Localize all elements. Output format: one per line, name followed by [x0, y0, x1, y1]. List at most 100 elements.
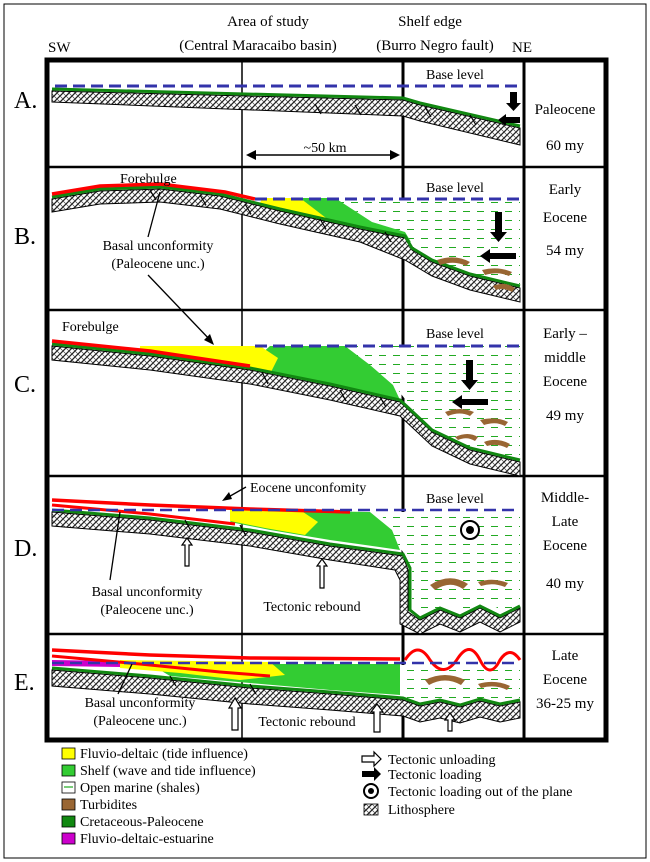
header-shelf-subtitle: (Burro Negro fault): [376, 38, 493, 54]
turbidite: [480, 418, 508, 426]
solid-arrow-icon: [462, 399, 488, 405]
era-label: Eocene: [543, 210, 587, 226]
header-area-subtitle: (Central Maracaibo basin): [179, 38, 336, 54]
row-c: C. Base level Forebulge Early – middle E…: [14, 274, 587, 477]
fluvio-deltaic-wedge: [230, 508, 318, 535]
header-sw: SW: [48, 40, 71, 56]
base-level-label: Base level: [426, 68, 484, 83]
target-circle-icon: [368, 788, 374, 794]
cretaceous-paleocene-layer: [51, 666, 521, 707]
faults: [169, 675, 257, 695]
turbidite: [493, 283, 515, 292]
legend-label: Shelf (wave and tide influence): [80, 764, 256, 779]
basal-unconformity-label: Basal unconformity: [85, 696, 196, 711]
era-label: Late: [552, 514, 579, 530]
base-level-label: Base level: [426, 327, 484, 342]
base-level-label: Base level: [426, 492, 484, 507]
scale-arrow-right: [390, 150, 400, 160]
legend-item-turbidites: Turbidites: [61, 798, 137, 813]
basal-unconformity-label: Basal unconformity: [92, 585, 203, 600]
turbidite: [484, 439, 510, 448]
legend-swatch: [61, 747, 76, 760]
turbidite: [437, 257, 470, 266]
faults: [314, 103, 477, 126]
era-age: 49 my: [546, 408, 584, 424]
era-label: Early: [549, 182, 582, 198]
eocene-unconformity-line: [51, 498, 351, 514]
leader-line: [109, 511, 121, 581]
legend-label: Cretaceous-Paleocene: [80, 815, 204, 830]
open-marine-fill: [400, 665, 520, 708]
unconformity-wavy-line: [403, 648, 522, 672]
solid-arrow-icon: [461, 380, 478, 390]
basal-unconformity-label: Basal unconformity: [103, 239, 214, 254]
legend-item-tectonic-unloading: Tectonic unloading: [361, 750, 496, 768]
basal-unconformity-line: [51, 339, 251, 368]
open-marine-fill: [340, 346, 520, 460]
era-label: Eocene: [543, 538, 587, 554]
open-marine-fill: [380, 512, 520, 612]
row-e: E. Basal unconformity (Paleocene unc.) T…: [14, 648, 594, 733]
era-age: 40 my: [546, 576, 584, 592]
solid-arrow-icon: [480, 249, 490, 263]
hatch-swatch-icon: [363, 803, 379, 816]
era-label: middle: [544, 350, 586, 366]
turbidite: [425, 675, 465, 685]
legend-item-shelf: Shelf (wave and tide influence): [61, 764, 256, 779]
eocene-unconformity-line: [51, 648, 401, 661]
turbidite: [478, 579, 508, 587]
legend-label: Lithosphere: [388, 803, 455, 818]
turbidite: [455, 434, 478, 441]
legend: Fluvio-deltaic (tide influence) Shelf (w…: [61, 747, 572, 847]
era-label: Late: [552, 648, 579, 664]
faults: [149, 189, 392, 243]
turbidite: [482, 268, 512, 276]
legend-label: Fluvio-deltaic-estuarine: [80, 832, 214, 847]
forebulge-label: Forebulge: [62, 320, 119, 335]
legend-label: Open marine (shales): [80, 781, 200, 796]
faults: [184, 519, 247, 537]
cretaceous-paleocene-layer: [51, 342, 521, 462]
era-label: Middle-: [541, 490, 589, 506]
cretaceous-paleocene-layer: [51, 508, 521, 620]
legend-item-lithosphere: Lithosphere: [363, 803, 455, 818]
row-letter: D.: [14, 536, 37, 562]
basal-unconformity-line: [51, 654, 271, 678]
row-a: A. Base level ~50 km Paleocene 60 my: [14, 68, 596, 160]
turbidite: [430, 578, 468, 590]
leader-arrowhead: [222, 492, 232, 501]
hollow-arrow-icon: [361, 750, 382, 768]
row-b: B. Base level Forebulge Basal unconformi…: [14, 172, 587, 303]
legend-item-tectonic-loading-out-of-plane: Tectonic loading out of the plane: [363, 783, 572, 800]
hollow-arrow-icon: [315, 557, 329, 589]
solid-arrow-icon: [452, 395, 462, 409]
era-label: Paleocene: [535, 102, 596, 118]
legend-item-cretaceous-paleocene: Cretaceous-Paleocene: [61, 815, 204, 830]
tectonic-rebound-label: Tectonic rebound: [258, 715, 355, 730]
legend-label: Tectonic loading out of the plane: [388, 785, 572, 800]
row-letter: B.: [14, 224, 36, 250]
hollow-arrow-icon: [180, 536, 194, 567]
solid-arrow-icon: [510, 92, 517, 103]
legend-label: Fluvio-deltaic (tide influence): [80, 747, 248, 762]
leader-line: [147, 274, 213, 343]
era-age: 54 my: [546, 243, 584, 259]
header: SW Area of study (Central Maracaibo basi…: [48, 14, 532, 56]
leader-line: [117, 663, 133, 695]
lithosphere-layer: [51, 669, 521, 724]
lithosphere-layer: [51, 90, 521, 146]
legend-swatch: [61, 798, 76, 811]
solid-arrow-icon: [466, 360, 473, 380]
header-ne: NE: [512, 40, 532, 56]
cretaceous-paleocene-layer: [51, 185, 521, 288]
paleocene-unc-label: (Paleocene unc.): [111, 257, 205, 272]
solid-arrow-icon: [490, 232, 507, 242]
legend-item-tectonic-loading: Tectonic loading: [362, 767, 482, 783]
faults: [261, 371, 387, 408]
row-letter: C.: [14, 372, 36, 398]
lithosphere-layer: [51, 188, 521, 303]
tectonic-rebound-label: Tectonic rebound: [263, 600, 360, 615]
scale-arrow-left: [246, 150, 256, 160]
legend-label: Tectonic loading: [388, 768, 482, 783]
